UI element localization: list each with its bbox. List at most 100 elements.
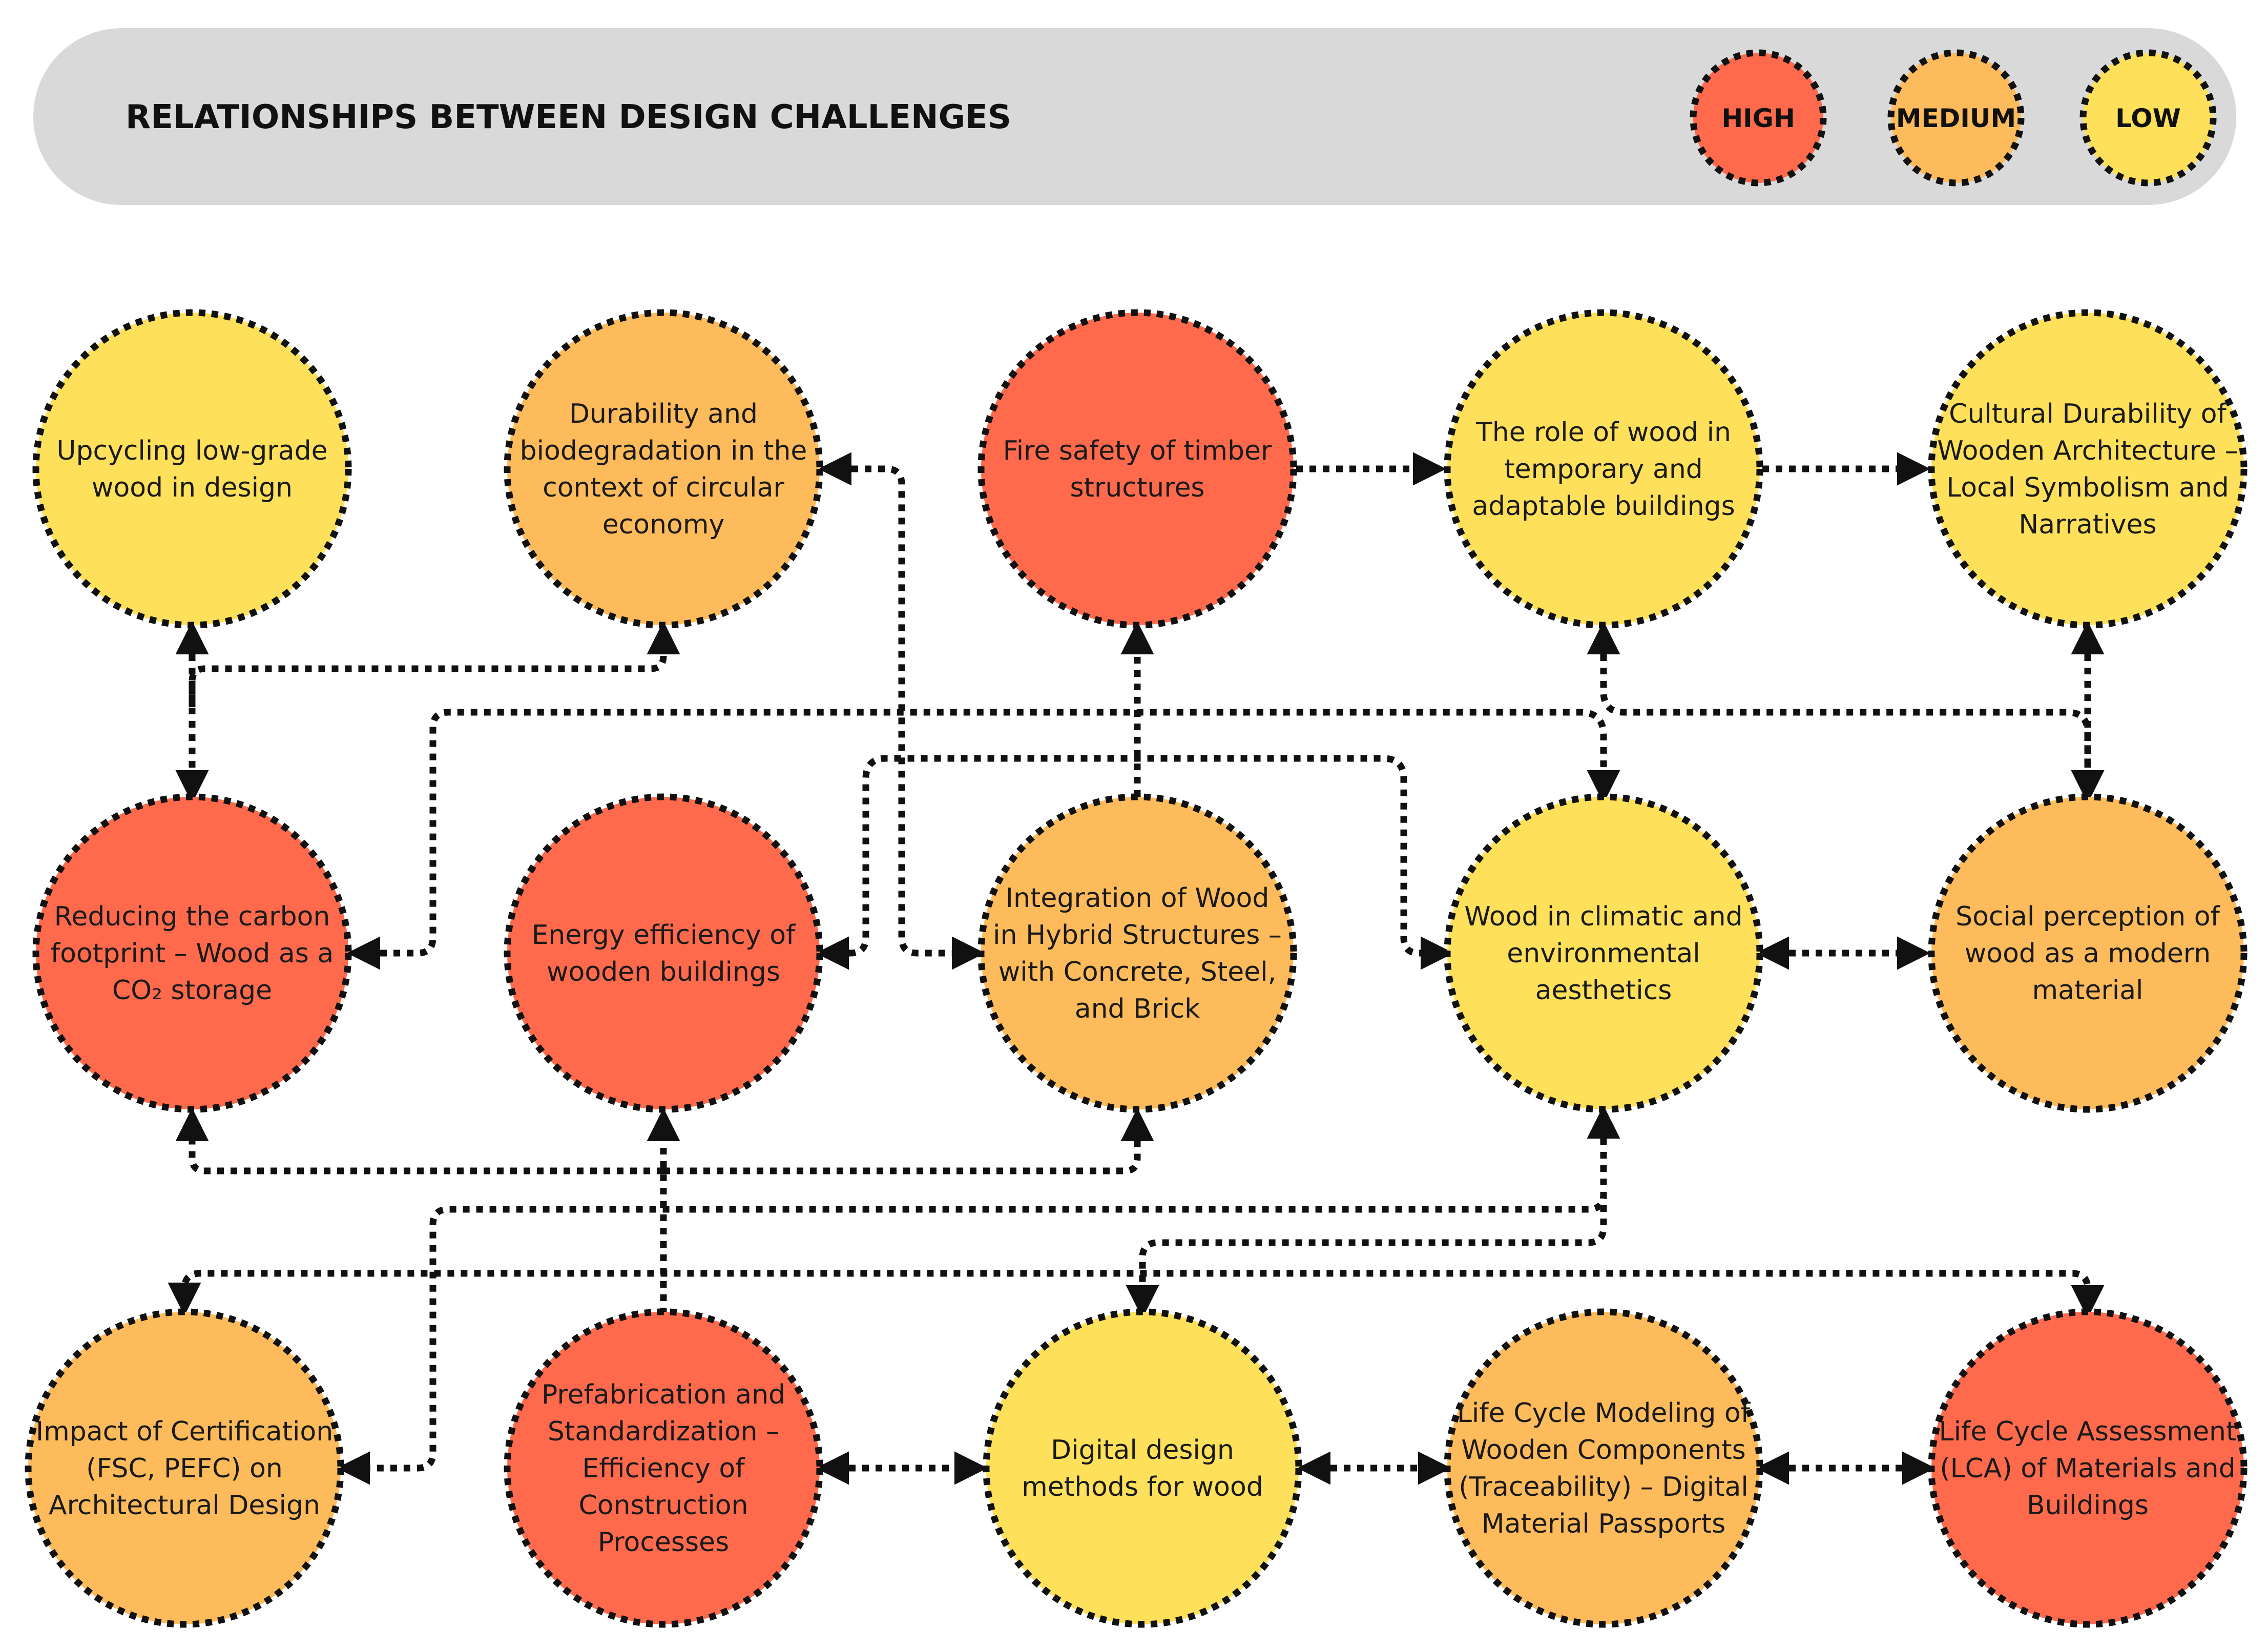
node-label-line: wood as a modern (1965, 938, 2211, 969)
node-label-line: structures (1070, 472, 1204, 503)
node-certification: Impact of Certification (FSC, PEFC) on Arc… (25, 1308, 344, 1628)
node-label-line: Integration of Wood (1006, 883, 1270, 914)
node-label-line: Construction (578, 1490, 748, 1521)
node-circle-upcycling (32, 309, 352, 629)
node-circle-energy (504, 793, 823, 1113)
legend-swatch-medium (1887, 49, 2025, 187)
node-label-line: Durability and (569, 399, 758, 429)
connector-temporary-social (1587, 621, 2105, 803)
node-label-line: Life Cycle Modeling of (1457, 1398, 1751, 1429)
node-label-line: Prefabrication and (542, 1379, 785, 1410)
node-label-line: CO₂ storage (112, 975, 272, 1006)
node-label-line: (Traceability) – Digital (1459, 1472, 1749, 1502)
connector-certification-lca (168, 1270, 2105, 1318)
node-label-line: with Concrete, Steel, (998, 957, 1277, 987)
node-energy: Energy efficiency of wooden buildings (504, 793, 823, 1113)
node-label-line: Wooden Architecture – (1937, 436, 2238, 466)
node-circle-climatic (1444, 793, 1763, 1113)
node-label-line: economy (602, 509, 725, 540)
node-label-line: (LCA) of Materials and (1940, 1453, 2235, 1484)
connector-prefab-to-carbon (175, 1108, 663, 1174)
node-label-line: (FSC, PEFC) on (86, 1453, 283, 1484)
node-label-line: material (2032, 975, 2143, 1006)
connector-energy-climatic (816, 755, 1454, 970)
connector-climatic-digital (1126, 1105, 1620, 1318)
legend-item-high: HIGH (1690, 49, 1827, 187)
node-upcycling: Upcycling low-grade wood in design (32, 309, 352, 629)
header-bar: RELATIONSHIPS BETWEEN DESIGN CHALLENGES (33, 28, 2236, 205)
node-label-line: context of circular (543, 472, 784, 503)
node-label-line: aesthetics (1535, 975, 1672, 1006)
node-circle-lcmodel (1444, 1308, 1763, 1628)
node-label-line: temporary and (1504, 454, 1703, 485)
node-circle-digital (983, 1308, 1302, 1628)
node-lcmodel: Life Cycle Modeling of Wooden Components (… (1444, 1308, 1763, 1628)
node-label-line: Standardization – (548, 1416, 779, 1447)
node-label-line: in Hybrid Structures – (993, 920, 1282, 951)
node-circle-prefab (504, 1308, 823, 1628)
node-carbon: Reducing the carbon footprint – Wood as a… (32, 793, 352, 1113)
node-label-line: Fire safety of timber (1003, 436, 1272, 466)
node-hybrid: Integration of Wood in Hybrid Structures … (977, 793, 1297, 1113)
legend-label-low: LOW (2115, 104, 2181, 133)
connector-carbon-to-durability (189, 621, 680, 707)
node-label-line: Material Passports (1482, 1509, 1726, 1539)
node-label-line: The role of wood in (1475, 417, 1731, 448)
node-circle-carbon (32, 793, 352, 1113)
legend-item-low: LOW (2079, 49, 2217, 187)
node-label-line: footprint – Wood as a (51, 938, 334, 969)
node-label-line: and Brick (1075, 994, 1200, 1024)
node-lca: Life Cycle Assessment (LCA) of Materials … (1928, 1308, 2248, 1628)
node-label-line: adaptable buildings (1472, 491, 1735, 522)
node-circle-temporary (1444, 309, 1763, 629)
node-label-line: Social perception of (1955, 901, 2220, 932)
node-label-line: Life Cycle Assessment (1939, 1416, 2237, 1447)
connector-layer (168, 452, 2105, 1485)
node-label-line: Upcycling low-grade (56, 436, 327, 466)
node-label-line: wood in design (92, 472, 293, 503)
node-cultural: Cultural Durability of Wooden Architectur… (1928, 309, 2248, 629)
node-label-line: Local Symbolism and (1946, 472, 2229, 503)
node-label-line: Narratives (2019, 509, 2156, 540)
legend-label-high: HIGH (1721, 104, 1795, 133)
node-climatic: Wood in climatic and environmental aesthet… (1444, 793, 1763, 1113)
node-label-line: biodegradation in the (520, 436, 807, 466)
node-label-line: environmental (1507, 938, 1700, 969)
node-durability: Durability and biodegradation in the conte… (504, 309, 823, 629)
legend-swatch-low (2079, 49, 2217, 187)
node-label-line: Processes (598, 1527, 729, 1558)
node-circle-lca (1928, 1308, 2248, 1628)
connector-durability-hybrid (818, 452, 985, 970)
node-label-line: Buildings (2027, 1490, 2149, 1521)
node-digital: Digital design methods for wood (983, 1308, 1302, 1628)
node-label-line: Cultural Durability of (1949, 399, 2227, 429)
node-label-line: Energy efficiency of (532, 920, 797, 951)
legend-swatch-high (1690, 49, 1827, 187)
diagram-title: RELATIONSHIPS BETWEEN DESIGN CHALLENGES (126, 98, 1011, 136)
node-label-line: methods for wood (1022, 1472, 1263, 1502)
node-circle-durability (504, 309, 823, 629)
node-layer: Upcycling low-grade wood in design Durabil… (25, 309, 2248, 1628)
node-label-line: Wood in climatic and (1464, 901, 1742, 932)
connector-prefab-to-hybrid (663, 1108, 1154, 1174)
legend-item-medium: MEDIUM (1887, 49, 2025, 187)
node-label-line: Digital design (1051, 1435, 1234, 1466)
node-circle-cultural (1928, 309, 2248, 629)
node-circle-certification (25, 1308, 344, 1628)
node-circle-hybrid (977, 793, 1297, 1113)
node-circle-social (1928, 793, 2248, 1113)
legend-label-medium: MEDIUM (1896, 104, 2016, 133)
node-label-line: Reducing the carbon (54, 901, 330, 932)
node-label-line: Architectural Design (49, 1490, 320, 1521)
node-social: Social perception of wood as a modern mate… (1928, 793, 2248, 1113)
node-label-line: Impact of Certification (36, 1416, 333, 1447)
node-circle-fire (977, 309, 1297, 629)
node-label-line: Wooden Components (1461, 1435, 1745, 1466)
node-fire: Fire safety of timber structures (977, 309, 1297, 629)
node-label-line: Efficiency of (582, 1453, 745, 1484)
node-label-line: wooden buildings (547, 957, 780, 987)
legend: HIGH MEDIUM LOW (1690, 49, 2217, 187)
node-temporary: The role of wood in temporary and adaptabl… (1444, 309, 1763, 629)
